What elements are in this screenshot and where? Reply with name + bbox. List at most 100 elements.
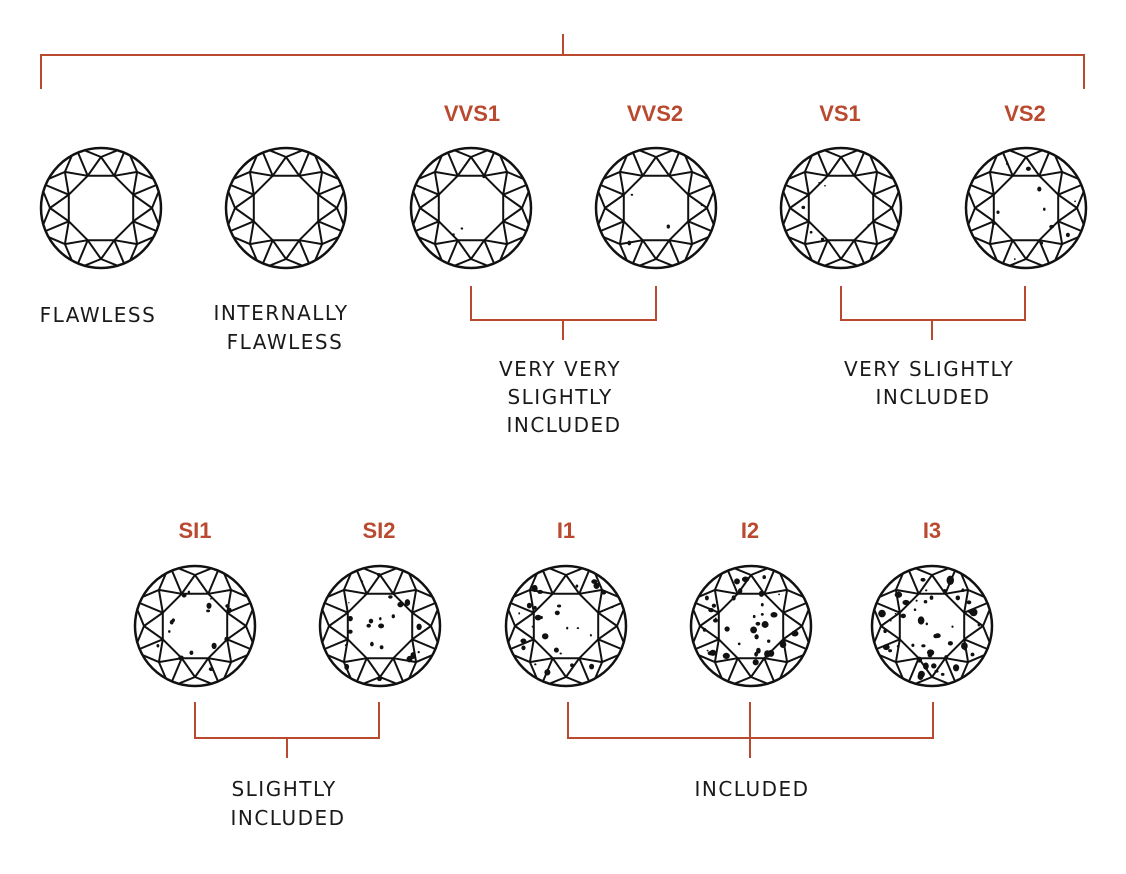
inclusion-mark xyxy=(570,663,574,668)
inclusion-mark xyxy=(526,602,532,609)
inclusion-mark xyxy=(917,616,925,625)
inclusion-mark xyxy=(452,233,455,236)
inclusion-mark xyxy=(553,647,559,653)
diamond-fl xyxy=(39,146,163,270)
inclusion-mark xyxy=(344,644,348,647)
diamond-girdle-facets xyxy=(42,149,160,267)
inclusion-mark xyxy=(591,579,598,584)
inclusion-mark xyxy=(991,221,997,225)
grade-label-vvs2: VVS2 xyxy=(627,101,683,126)
inclusion-mark xyxy=(1006,162,1009,166)
diamond-if xyxy=(224,146,348,270)
grade-label-vs1: VS1 xyxy=(819,101,861,126)
inclusion-mark xyxy=(762,575,766,580)
inclusion-mark xyxy=(996,210,1000,214)
label-line: VERY SLIGHTLY xyxy=(844,357,1014,381)
inclusion-mark xyxy=(889,619,892,622)
inclusion-mark xyxy=(878,609,886,618)
inclusion-mark xyxy=(737,642,741,646)
inclusion-mark xyxy=(867,224,870,227)
inclusion-mark xyxy=(767,639,771,643)
inclusion-mark xyxy=(1025,166,1031,171)
bracket-vvs xyxy=(470,286,657,340)
bracket-i xyxy=(567,702,934,758)
inclusion-mark xyxy=(758,590,765,597)
inclusion-mark xyxy=(181,593,187,598)
label-line: INTERNALLY xyxy=(214,301,349,325)
label-line: FLAWLESS xyxy=(227,330,344,354)
inclusion-mark xyxy=(361,580,364,582)
inclusion-mark xyxy=(711,603,717,608)
inclusion-mark xyxy=(921,644,926,648)
inclusion-mark xyxy=(168,630,171,633)
inclusion-mark xyxy=(752,614,756,619)
label-vvs: VERY VERY SLIGHTLY INCLUDED xyxy=(499,357,629,437)
inclusion-mark xyxy=(627,240,632,246)
inclusion-mark xyxy=(404,599,411,607)
diamond-i3 xyxy=(870,564,994,688)
inclusion-mark xyxy=(916,656,923,663)
inclusion-mark xyxy=(378,623,385,629)
inclusion-mark xyxy=(896,645,900,648)
label-line: INCLUDED xyxy=(875,385,990,409)
inclusion-mark xyxy=(731,595,736,601)
inclusion-mark xyxy=(969,608,978,617)
label-line: INCLUDED xyxy=(506,413,621,437)
inclusion-mark xyxy=(966,600,972,605)
inclusion-mark xyxy=(534,614,542,621)
inclusion-mark xyxy=(741,576,750,583)
inclusion-mark xyxy=(534,606,537,609)
inclusion-mark xyxy=(951,625,954,628)
inclusion-mark xyxy=(189,650,194,655)
inclusion-mark xyxy=(915,599,918,602)
inclusion-mark xyxy=(589,633,592,637)
diamond-girdle xyxy=(964,146,1088,270)
diamond-i2 xyxy=(689,564,813,688)
diamond-girdle xyxy=(133,564,257,688)
inclusion-mark xyxy=(1043,207,1046,211)
inclusion-mark xyxy=(923,600,928,604)
inclusion-mark xyxy=(554,610,560,616)
diamond-girdle xyxy=(594,146,718,270)
inclusion-mark xyxy=(944,655,949,660)
inclusion-mark xyxy=(388,595,393,599)
inclusion-mark xyxy=(347,629,353,634)
inclusion-mark xyxy=(863,229,865,232)
diamond-girdle-facets xyxy=(597,149,715,267)
inclusion-mark xyxy=(767,649,775,657)
inclusion-mark xyxy=(518,612,521,615)
label-vs: VERY SLIGHTLY INCLUDED xyxy=(844,357,1022,409)
inclusion-mark xyxy=(416,623,422,631)
label-line: SLIGHTLY xyxy=(507,385,612,409)
diamond-vvs1 xyxy=(409,146,533,270)
inclusion-mark xyxy=(211,642,217,650)
inclusion-mark xyxy=(823,185,827,187)
bracket-si xyxy=(194,702,380,758)
diamond-girdle-facets xyxy=(692,567,810,685)
inclusion-mark xyxy=(760,603,764,607)
inclusion-mark xyxy=(391,614,395,619)
inclusion-mark xyxy=(902,599,910,606)
inclusion-mark xyxy=(531,625,534,628)
inclusion-mark xyxy=(1065,232,1070,238)
inclusion-mark xyxy=(347,615,353,622)
inclusion-mark xyxy=(156,644,160,648)
inclusion-mark xyxy=(406,655,413,663)
diamond-girdle xyxy=(870,564,994,688)
inclusion-mark xyxy=(882,644,890,651)
inclusion-mark xyxy=(482,175,486,179)
inclusion-mark xyxy=(540,615,543,620)
inclusion-mark xyxy=(537,589,543,594)
inclusion-mark xyxy=(210,598,212,600)
diamond-girdle xyxy=(689,564,813,688)
inclusion-mark xyxy=(820,237,825,241)
inclusion-mark xyxy=(888,649,893,653)
grade-label-si1: SI1 xyxy=(178,518,211,543)
diamond-girdle xyxy=(409,146,533,270)
diamond-girdle xyxy=(779,146,903,270)
diamond-girdle xyxy=(504,564,628,688)
inclusion-mark xyxy=(521,645,526,651)
inclusion-mark xyxy=(520,638,527,644)
diamond-girdle xyxy=(39,146,163,270)
